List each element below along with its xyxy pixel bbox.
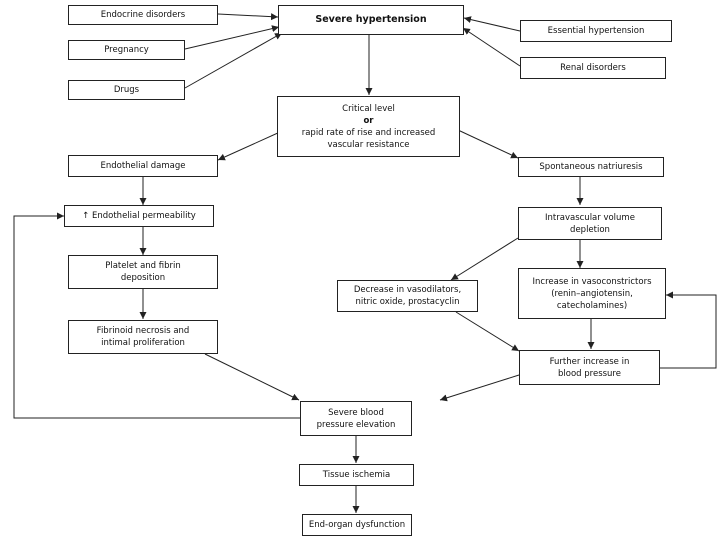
node-text: blood pressure [558,368,621,379]
node-text: Fibrinoid necrosis and [96,326,190,336]
arrow-critical-to-natriuresis [457,129,519,159]
node-text: Decrease in vasodilators, [353,285,462,295]
node-text: Pregnancy [104,45,149,55]
node-text: catecholamines) [556,300,628,311]
node-intravascular-volume-depletion: Intravascular volume depletion [518,207,662,240]
node-text: Renal disorders [560,63,626,73]
node-further-increase-bp: Further increase in blood pressure [519,350,660,385]
arrow-vasodilators-to-further-increase [455,311,520,352]
node-renal-disorders: Renal disorders [520,57,666,79]
arrow-further-increase-loop-to-vasoconstrictors [660,291,717,369]
node-text: Further increase in [549,356,630,367]
node-fibrinoid-necrosis: Fibrinoid necrosis and intimal prolifera… [68,320,218,354]
node-endothelial-permeability: ↑ Endothelial permeability [64,205,214,227]
node-severe-bp-elevation: Severe blood pressure elevation [300,401,412,436]
node-text: rapid rate of rise and increased [301,127,436,138]
node-text: (renin–angiotensin, [551,288,633,299]
arrow-volume-depletion-to-vasodilators [450,237,519,281]
arrow-endocrine-to-severe-hypertension [217,13,279,21]
arrow-renal-to-severe-hypertension [462,27,521,67]
arrow-drugs-to-severe-hypertension [184,32,283,89]
node-text: depletion [570,224,610,235]
node-text: Platelet and fibrin [105,261,181,271]
node-increase-vasoconstrictors: Increase in vasoconstrictors (renin–angi… [518,268,666,319]
node-text: Endocrine disorders [100,10,186,20]
node-endothelial-damage: Endothelial damage [68,155,218,177]
arrow-pregnancy-to-severe-hypertension [184,25,280,50]
arrow-essential-to-severe-hypertension [463,16,521,32]
node-text: Drugs [113,85,140,95]
arrow-further-increase-to-severe-bp [439,374,520,402]
node-text: or [363,115,374,126]
node-text: End-organ dysfunction [308,520,406,530]
node-text: intimal proliferation [101,338,185,348]
node-text: Tissue ischemia [322,470,391,480]
node-text: pressure elevation [316,419,396,430]
node-text: Endothelial damage [100,161,186,171]
node-text: nitric oxide, prostacyclin [355,297,460,307]
node-platelet-fibrin-deposition: Platelet and fibrin deposition [68,255,218,289]
arrow-severe-bp-loop-to-permeability [13,212,300,419]
node-text: Severe hypertension [315,14,427,25]
node-text: Critical level [342,103,395,114]
node-spontaneous-natriuresis: Spontaneous natriuresis [518,157,664,177]
node-end-organ-dysfunction: End-organ dysfunction [302,514,412,536]
node-essential-hypertension: Essential hypertension [520,20,672,42]
node-drugs: Drugs [68,80,185,100]
node-severe-hypertension: Severe hypertension [278,5,464,35]
node-text: Intravascular volume [545,212,635,223]
node-text: ↑ Endothelial permeability [82,211,196,221]
node-text: Essential hypertension [547,26,645,36]
arrow-fibrinoid-to-severe-bp [204,353,300,401]
node-text: deposition [120,273,166,283]
node-text: Increase in vasoconstrictors [532,276,652,287]
node-decrease-vasodilators: Decrease in vasodilators, nitric oxide, … [337,280,478,312]
node-text: vascular resistance [327,139,410,150]
node-endocrine-disorders: Endocrine disorders [68,5,218,25]
node-critical-level: Critical level or rapid rate of rise and… [277,96,460,157]
node-text: Spontaneous natriuresis [539,162,643,172]
node-pregnancy: Pregnancy [68,40,185,60]
arrow-critical-to-endothelial-damage [217,131,281,161]
node-text: Severe blood [328,407,384,418]
node-tissue-ischemia: Tissue ischemia [299,464,414,486]
